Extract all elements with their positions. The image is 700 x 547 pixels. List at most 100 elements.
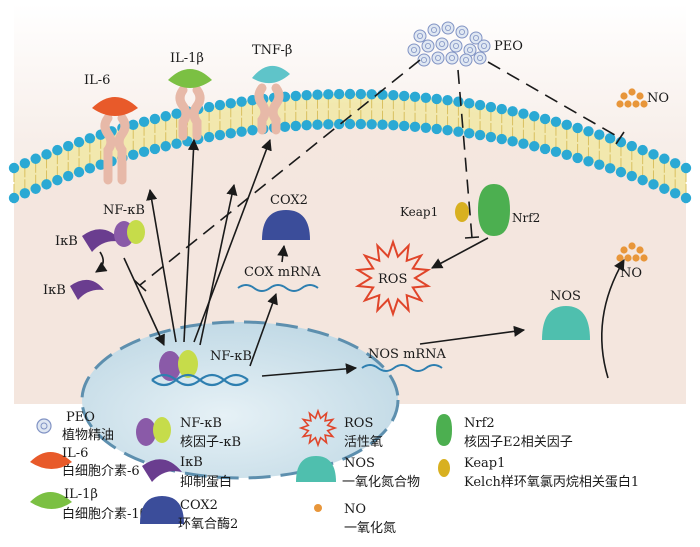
legend-ros-title: ROS	[344, 416, 373, 431]
legend-nfkb-title: NF-κB	[180, 416, 222, 431]
phospholipid-head	[529, 111, 540, 122]
phospholipid-head	[19, 158, 31, 169]
phospholipid-head	[41, 179, 52, 190]
legend-nrf2-title: Nrf2	[464, 416, 495, 431]
phospholipid-head	[214, 99, 226, 111]
il6-label: IL-6	[84, 73, 110, 88]
nfkb-nuclear-purple-icon	[159, 351, 181, 381]
cox2-arrow	[277, 244, 289, 263]
phospholipid-head	[95, 159, 106, 170]
no-cluster-top	[616, 88, 648, 108]
no-icon	[620, 246, 628, 254]
keap1-label: Keap1	[400, 205, 438, 219]
free-ikb: IκB	[43, 279, 104, 300]
tnfb-receptor: TNF-β	[252, 43, 292, 135]
phospholipid-head	[388, 90, 399, 101]
phospholipid-head	[464, 98, 475, 109]
phospholipid-head	[8, 192, 20, 204]
free-ikb-label: IκB	[43, 283, 66, 298]
phospholipid-head	[529, 141, 540, 152]
phospholipid-head	[160, 111, 171, 122]
il6-legend-icon	[30, 452, 72, 469]
no-icon	[624, 100, 632, 108]
phospholipid-head	[84, 133, 96, 144]
no-icon	[636, 246, 644, 254]
phospholipid-head	[160, 141, 171, 152]
phospholipid-head	[398, 90, 410, 102]
no-icon	[640, 254, 648, 262]
phospholipid-head	[659, 153, 670, 164]
peo-label: PEO	[494, 39, 523, 54]
phospholipid-head	[507, 106, 518, 117]
no-icon	[632, 100, 640, 108]
phospholipid-head	[236, 126, 247, 137]
legend-nos-desc: 一氧化氮合物	[342, 475, 420, 490]
legend-peo-desc: 植物精油	[62, 428, 114, 443]
peo-cluster	[407, 21, 491, 67]
tnfb-icon	[252, 65, 290, 84]
phospholipid-head	[52, 174, 63, 186]
phospholipid-head	[626, 140, 638, 152]
phospholipid-head	[290, 120, 302, 132]
nrf2-icon	[478, 184, 510, 236]
nfkb-translocation-arrow	[123, 257, 165, 347]
phospholipid-head	[41, 149, 52, 160]
nos-mrna-arrow	[261, 363, 358, 377]
phospholipid-head	[333, 118, 345, 130]
phospholipid-head	[420, 92, 432, 103]
nfkb-legend-purple-icon	[136, 418, 156, 446]
peo-icon	[421, 39, 435, 53]
phospholipid-head	[52, 144, 63, 156]
phospholipid-head	[420, 122, 432, 133]
phospholipid-head	[128, 119, 139, 131]
peo-icon	[455, 25, 469, 39]
phospholipid-head	[138, 116, 150, 127]
nfkb-top-label: NF-κB	[103, 203, 145, 218]
il1b-icon	[168, 69, 212, 88]
legend-cox2-desc: 环氧合酶2	[178, 516, 238, 532]
phospholipid-head	[594, 129, 605, 140]
phospholipid-head	[323, 89, 334, 100]
phospholipid-head	[149, 143, 161, 155]
no-icon	[640, 100, 648, 108]
ikb-legend-icon	[142, 459, 182, 482]
phospholipid-head	[474, 99, 486, 111]
legend-nfkb-desc: 核因子-κB	[180, 435, 241, 450]
legend-il6-title: IL-6	[62, 446, 88, 461]
nrf2-legend-icon	[436, 414, 452, 446]
phospholipid-head	[203, 131, 215, 143]
cox-mrna-arrow	[249, 292, 278, 367]
cox-mrna-icon	[237, 284, 319, 292]
peo-icon	[435, 37, 449, 51]
free-ikb-icon	[70, 279, 104, 300]
phospholipid-head	[615, 166, 627, 178]
phospholipid-head	[30, 153, 41, 164]
keap1-nrf2: Keap1 Nrf2	[400, 184, 540, 236]
phospholipid-head	[377, 119, 388, 130]
peo-icon	[417, 53, 431, 67]
legend-keap1-title: Keap1	[464, 456, 505, 471]
phospholipid-head	[344, 88, 356, 100]
no-icon	[628, 242, 636, 250]
legend-peo-title: PEO	[66, 410, 95, 425]
phospholipid-head	[225, 98, 236, 109]
phospholipid-head	[8, 162, 20, 174]
phospholipid-head	[323, 119, 334, 130]
phospholipid-head	[62, 140, 74, 152]
phospholipid-head	[637, 144, 648, 156]
cox2: COX2	[262, 193, 310, 240]
peo-inhibition-lines	[133, 59, 625, 292]
phospholipid-head	[73, 166, 85, 178]
no-icon	[616, 254, 624, 262]
phospholipid-head	[128, 149, 139, 161]
ikb-complex-label: IκB	[55, 234, 78, 249]
phospholipid-head	[550, 116, 562, 127]
phospholipid-head	[236, 96, 247, 107]
legend-no-desc: 一氧化氮	[344, 521, 396, 536]
no-bottom-label: NO	[620, 266, 642, 281]
nfkb-ikb-complex: NF-κB IκB	[55, 203, 145, 252]
cytokine-expression-arrows	[146, 138, 272, 346]
phospholipid-head	[301, 120, 312, 131]
phospholipid-head	[366, 119, 377, 130]
phospholipid-head	[73, 136, 85, 148]
